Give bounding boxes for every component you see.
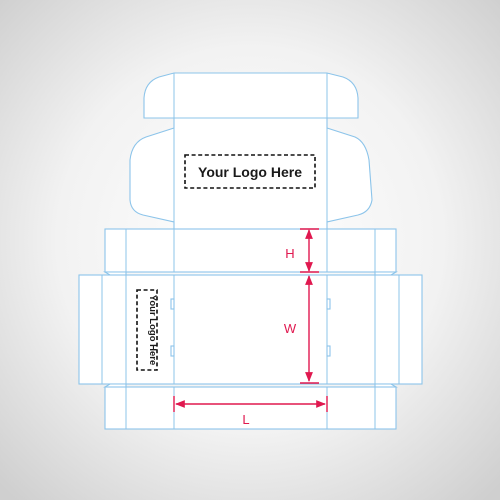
side-logo-box [136, 289, 158, 371]
front-wall-row [104, 386, 397, 430]
side-logo-text: Your Logo Here [147, 295, 158, 366]
lid-logo-text: Your Logo Here [198, 164, 302, 180]
lock-tab [170, 345, 175, 357]
dimension-width-label: W [284, 321, 297, 336]
lid-logo-box [184, 154, 316, 189]
dimension-length-label: L [242, 412, 249, 427]
dimension-height-label: H [285, 246, 294, 261]
lock-tab [326, 345, 331, 357]
tuck-flap [143, 72, 359, 119]
lock-tab [326, 298, 331, 310]
back-wall-row [104, 228, 397, 273]
lock-tab [170, 298, 175, 310]
base-row [78, 274, 423, 385]
